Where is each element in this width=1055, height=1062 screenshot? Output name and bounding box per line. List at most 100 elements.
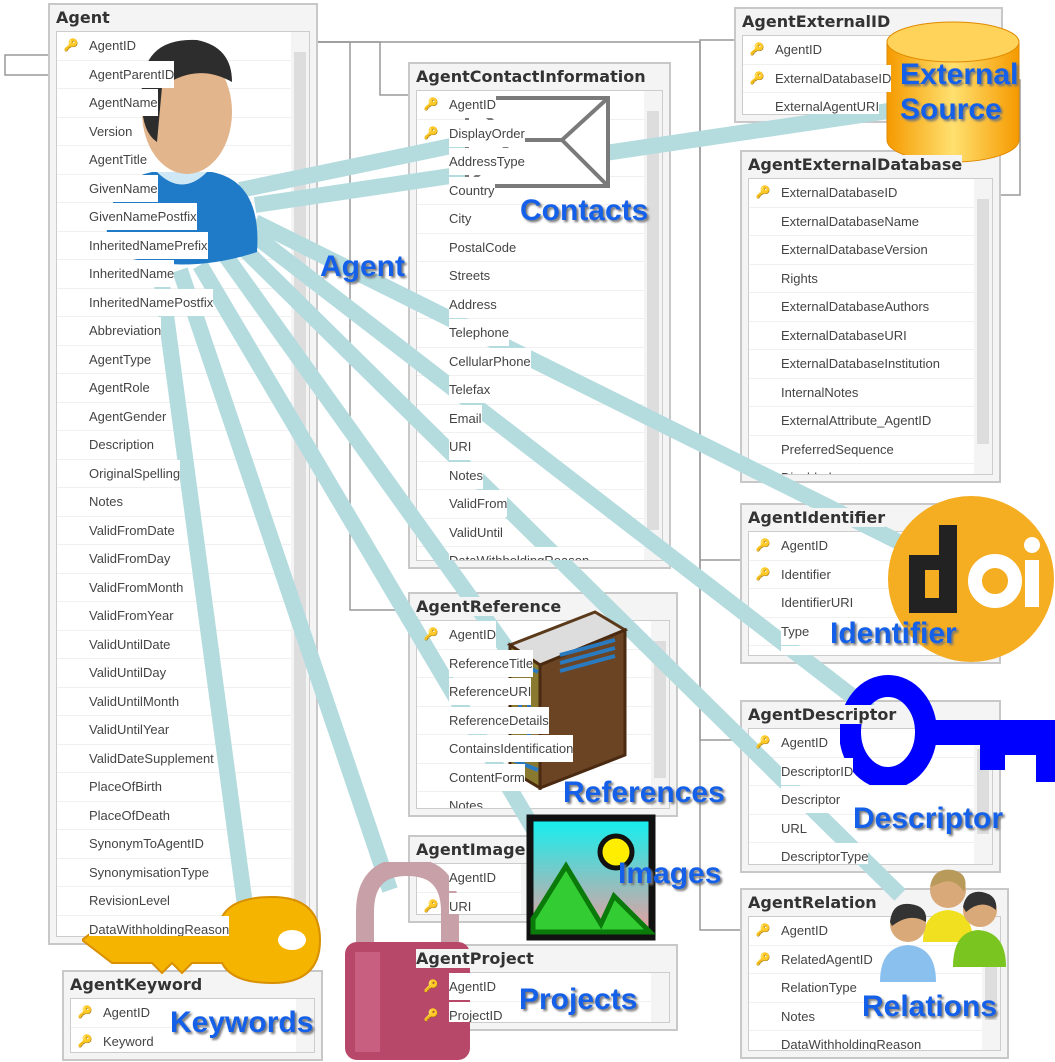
column-row[interactable]: Disabled [749,464,992,474]
scrollbar-thumb[interactable] [299,1019,311,1022]
column-row[interactable]: ValidFromDay [57,545,309,574]
column-row[interactable]: PlaceOfDeath [57,801,309,830]
column-row[interactable]: CellularPhone [417,347,662,376]
column-row[interactable]: DataWithholdingReason [417,547,662,560]
table-agent-keyword[interactable]: AgentKeyword🔑AgentID🔑Keyword [62,970,323,1061]
table-title-bar: AgentExternalID [736,9,1001,32]
column-row[interactable]: Email [417,404,662,433]
column-row[interactable]: ValidUntilDay [57,659,309,688]
column-row[interactable]: ValidUntilYear [57,716,309,745]
column-row[interactable]: Descriptor [749,786,992,815]
column-row[interactable]: ValidFromDate [57,516,309,545]
column-name: ValidFromMonth [89,573,184,601]
scrollbar[interactable] [651,973,669,1022]
column-name: AddressType [449,148,525,175]
column-row[interactable]: ExternalDatabaseURI [749,321,992,350]
column-row[interactable]: PostalCode [417,233,662,262]
column-row[interactable]: ValidDateSupplement [57,744,309,773]
column-row[interactable]: ValidFromMonth [57,573,309,602]
column-row[interactable]: GivenNamePostfix [57,203,309,232]
column-row[interactable]: 🔑AgentID [749,729,992,758]
column-row[interactable]: PlaceOfBirth [57,773,309,802]
column-row[interactable]: RelationType [749,974,1000,1003]
table-title-bar: AgentIdentifier [742,505,999,528]
table-agent-external-database[interactable]: AgentExternalDatabase🔑ExternalDatabaseID… [740,150,1001,483]
table-agent-project[interactable]: AgentProject🔑AgentID🔑ProjectID [408,944,678,1031]
column-row[interactable]: Country [417,176,662,205]
column-row[interactable]: SynonymisationType [57,858,309,887]
column-row[interactable]: 🔑AgentID [71,999,314,1028]
column-name: AgentID [449,973,496,1000]
column-row[interactable]: ExternalAttribute_AgentID [749,407,992,436]
column-row[interactable]: AgentGender [57,402,309,431]
column-row[interactable]: AgentID [417,864,539,893]
column-row[interactable]: ExternalDatabaseInstitution [749,350,992,379]
column-row[interactable]: Address [417,290,662,319]
column-row[interactable]: 🔑AgentID [417,973,669,1002]
image-icon [526,814,656,941]
column-row[interactable]: InternalNotes [749,378,992,407]
column-row[interactable]: ExternalAgentURI [743,93,994,114]
column-row[interactable]: Type [749,617,992,646]
column-row[interactable]: 🔑ExternalDatabaseID [749,179,992,208]
column-row[interactable]: InheritedNamePostfix [57,288,309,317]
column-row[interactable]: DescriptorID [749,757,992,786]
column-row[interactable]: ReferenceURI [417,678,669,707]
column-name: AgentID [781,917,828,944]
column-row[interactable]: ExternalDatabaseAuthors [749,293,992,322]
column-row[interactable]: ContainsIdentification [417,735,669,764]
column-row[interactable]: DataWithholdingReason [749,1031,1000,1050]
lock-icon [345,862,470,1060]
scrollbar[interactable] [296,999,314,1052]
scrollbar-thumb[interactable] [977,749,989,834]
column-row[interactable]: ReferenceDetails [417,706,669,735]
column-row[interactable]: SynonymToAgentID [57,830,309,859]
column-row[interactable]: RevisionLevel [57,887,309,916]
column-row[interactable]: DataWithholdingReason [57,915,309,936]
column-row[interactable]: Streets [417,262,662,291]
column-row[interactable]: 🔑AgentID [743,36,994,65]
column-row[interactable]: AddressType [417,148,662,177]
column-row[interactable]: 🔑URI [417,892,539,914]
column-row[interactable]: ValidUntilDate [57,630,309,659]
column-row[interactable]: DescriptorType [749,843,992,864]
column-row[interactable]: Telefax [417,376,662,405]
column-row[interactable]: 🔑ExternalDatabaseID [743,64,994,93]
column-row[interactable]: ValidUntilMonth [57,687,309,716]
column-row[interactable]: InheritedNamePrefix [57,231,309,260]
column-row[interactable]: 🔑DisplayOrder [417,119,662,148]
column-row[interactable]: Notes [417,461,662,490]
column-row[interactable]: AgentName [57,89,309,118]
column-row[interactable]: Rights [749,264,992,293]
column-row[interactable]: IdentifierURI [749,589,992,618]
column-row[interactable]: ContentForm [417,763,669,792]
primary-key-icon: 🔑 [423,125,439,140]
column-row[interactable]: 🔑Keyword [71,1027,314,1052]
column-row[interactable]: Abbreviation [57,317,309,346]
column-row[interactable]: ValidFromYear [57,602,309,631]
column-row[interactable]: 🔑AgentID [749,532,992,561]
column-row[interactable]: ValidUntil [417,518,662,547]
column-row[interactable]: Telephone [417,319,662,348]
connector-identifier [251,214,909,553]
column-row[interactable]: Notes [749,1002,1000,1031]
column-row[interactable]: 🔑AgentID [749,917,1000,946]
column-row[interactable]: City [417,205,662,234]
column-row[interactable]: 🔑RelatedAgentID [749,945,1000,974]
column-row[interactable]: PreferredSequence [749,435,992,464]
column-row[interactable]: 🔑ProjectID [417,1001,669,1022]
column-row[interactable]: URL [749,814,992,843]
column-row[interactable]: AgentType [57,345,309,374]
scrollbar-thumb[interactable] [654,641,666,778]
column-row[interactable]: ExternalDatabaseName [749,207,992,236]
column-row[interactable]: Notes [57,488,309,517]
column-row[interactable]: Notes [417,792,669,808]
doi-icon [888,496,1054,662]
column-row[interactable]: Notes [749,646,992,655]
column-row[interactable]: 🔑Identifier [749,560,992,589]
column-row[interactable]: ExternalDatabaseVersion [749,236,992,265]
scrollbar-thumb[interactable] [977,199,989,444]
scrollbar[interactable] [974,179,992,474]
column-row[interactable]: ValidFrom [417,490,662,519]
